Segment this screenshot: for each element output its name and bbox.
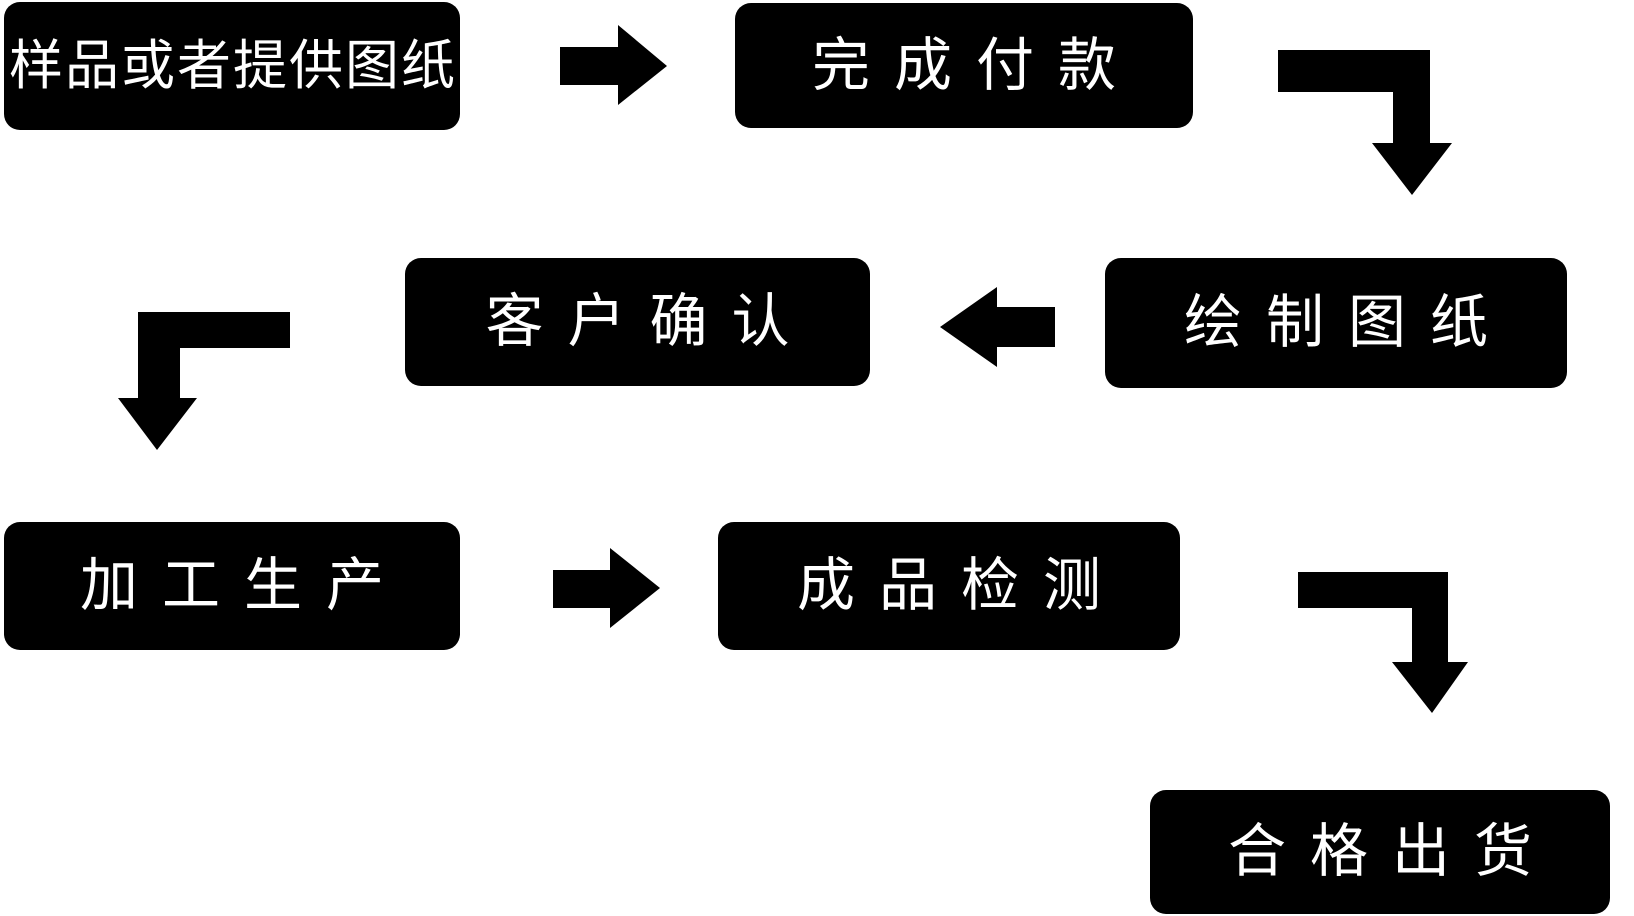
node-shipment-label: 合格出货	[1227, 819, 1556, 884]
node-sample: 样品或者提供图纸	[4, 2, 460, 130]
arrow-production-to-inspection	[553, 548, 660, 628]
node-sample-label: 样品或者提供图纸	[9, 36, 457, 96]
node-drawing-label: 绘制图纸	[1183, 290, 1512, 355]
node-production: 加工生产	[4, 522, 460, 650]
node-payment: 完成付款	[735, 3, 1193, 128]
arrow-sample-to-payment	[560, 25, 667, 105]
arrow-drawing-to-confirm	[940, 287, 1055, 367]
node-inspection: 成品检测	[718, 522, 1180, 650]
node-drawing: 绘制图纸	[1105, 258, 1567, 388]
arrow-inspection-to-shipment	[1298, 572, 1468, 713]
node-shipment: 合格出货	[1150, 790, 1610, 914]
arrow-payment-to-drawing	[1278, 50, 1452, 195]
node-payment-label: 完成付款	[811, 32, 1140, 98]
arrow-confirm-to-production	[118, 312, 290, 450]
node-production-label: 加工生产	[79, 553, 408, 618]
node-inspection-label: 成品检测	[796, 553, 1125, 618]
node-confirm: 客户确认	[405, 258, 870, 386]
node-confirm-label: 客户确认	[485, 289, 814, 354]
